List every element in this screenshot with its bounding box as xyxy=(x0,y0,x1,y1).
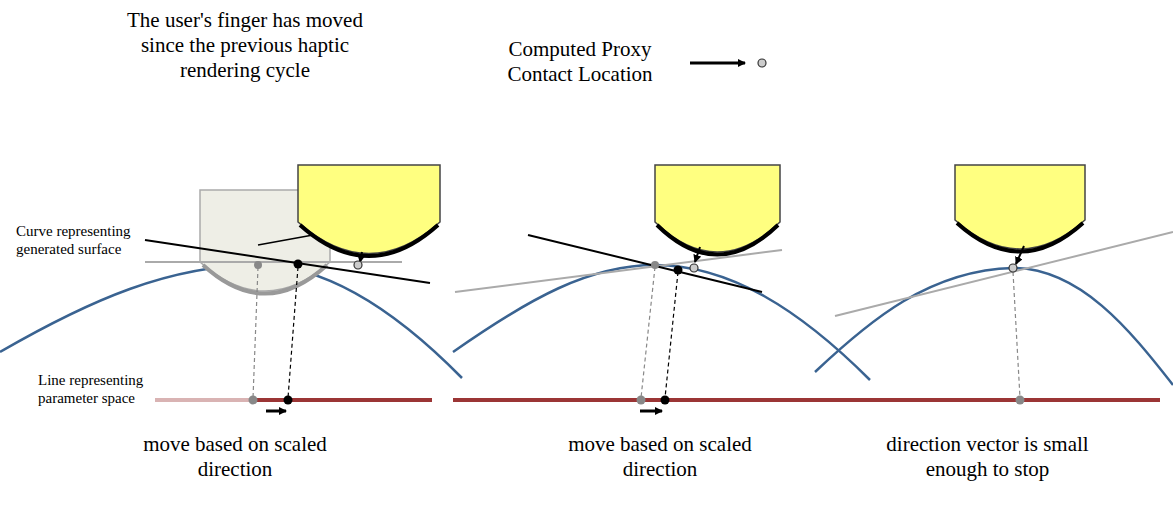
note-text: The user's finger has moved since the pr… xyxy=(110,8,380,84)
step-caption: direction vector is small enough to stop xyxy=(865,432,1110,482)
callout-label: Computed Proxy Contact Location xyxy=(480,37,680,87)
curve-label: Curve representing generated surface xyxy=(16,222,166,258)
parameter-label: Line representing parameter space xyxy=(38,371,173,407)
step-caption: move based on scaled direction xyxy=(565,432,755,482)
step-caption: move based on scaled direction xyxy=(140,432,330,482)
